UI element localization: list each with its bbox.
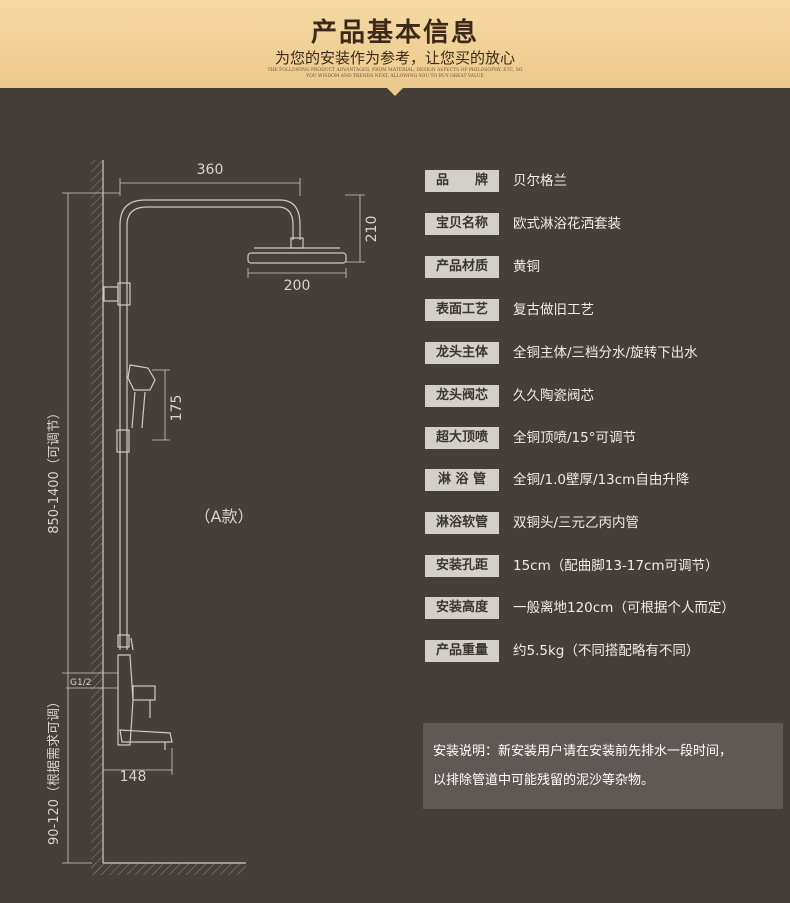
spec-label: 淋 浴 管 [425, 469, 499, 491]
tub-spout [119, 729, 173, 743]
dim-spout: 148 [120, 769, 147, 785]
riser-coupler [117, 634, 130, 648]
shower-arm [119, 199, 301, 240]
fineprint-line-1: THE FOLLOWING PRODUCT ADVANTAGES, FROM M… [267, 68, 523, 73]
spec-value: 欧式淋浴花洒套装 [513, 216, 621, 232]
wall-bracket [103, 286, 119, 302]
mixer-body [117, 654, 134, 746]
spec-label: 龙头阀芯 [425, 385, 499, 407]
fineprint: THE FOLLOWING PRODUCT ADVANTAGES, FROM M… [200, 68, 590, 80]
thread-label: G1/2 [70, 678, 91, 688]
spec-label: 超大顶喷 [425, 427, 499, 449]
spec-value: 黄铜 [513, 259, 540, 275]
spec-value: 约5.5kg（不同搭配略有不同） [513, 643, 700, 659]
model-label: （A款） [195, 507, 254, 526]
dim-head-width: 200 [284, 278, 311, 294]
install-note-line-2: 以排除管道中可能残留的泥沙等杂物。 [433, 773, 655, 788]
spec-label: 产品重量 [425, 640, 499, 662]
spec-value: 贝尔格兰 [513, 173, 567, 189]
spec-value: 全铜/1.0壁厚/13cm自由升降 [513, 472, 690, 488]
mixer-handle [132, 685, 156, 701]
install-note-line-1: 安装说明：新安装用户请在安装前先排水一段时间， [433, 744, 733, 759]
spec-value: 全铜顶喷/15°可调节 [513, 430, 636, 446]
slide-holder [116, 429, 130, 453]
handheld-shower [127, 364, 156, 391]
shower-head [247, 252, 347, 264]
spec-label: 安装高度 [425, 597, 499, 619]
spec-value: 复古做旧工艺 [513, 302, 594, 318]
install-note: 安装说明：新安装用户请在安装前先排水一段时间， 以排除管道中可能残留的泥沙等杂物… [423, 723, 783, 809]
dim-lower-adjustable: 90-120（根据需求可调） [47, 695, 62, 845]
spec-label: 淋浴软管 [425, 512, 499, 534]
spec-label: 产品材质 [425, 256, 499, 278]
dim-height-adjustable: 850-1400（可调节） [47, 406, 62, 534]
spec-label: 表面工艺 [425, 299, 499, 321]
spec-label: 安装孔距 [425, 555, 499, 577]
dim-handheld: 175 [169, 395, 185, 422]
spec-value: 一般离地120cm（可根据个人而定） [513, 600, 735, 616]
spec-value: 全铜主体/三档分水/旋转下出水 [513, 345, 698, 361]
wall-hatch [91, 160, 103, 875]
spec-label: 龙头主体 [425, 342, 499, 364]
spec-label: 品 牌 [425, 170, 499, 192]
page-title: 产品基本信息 [310, 18, 479, 48]
dim-head-height: 210 [364, 216, 380, 243]
spec-value: 久久陶瓷阀芯 [513, 388, 594, 404]
spec-label: 宝贝名称 [425, 213, 499, 235]
spec-value: 15cm（配曲脚13-17cm可调节） [513, 558, 719, 574]
floor-hatch [91, 863, 246, 875]
spec-value: 双铜头/三元乙丙内管 [513, 515, 640, 531]
dim-top-width: 360 [197, 162, 224, 178]
page-subtitle: 为您的安装作为参考，让您买的放心 [274, 49, 515, 67]
fineprint-line-2: YOU WISDOM AND TRENDS NEXT, ALLOWING YOU… [306, 74, 484, 79]
header-banner: 产品基本信息 为您的安装作为参考，让您买的放心 THE FOLLOWING PR… [0, 0, 790, 88]
